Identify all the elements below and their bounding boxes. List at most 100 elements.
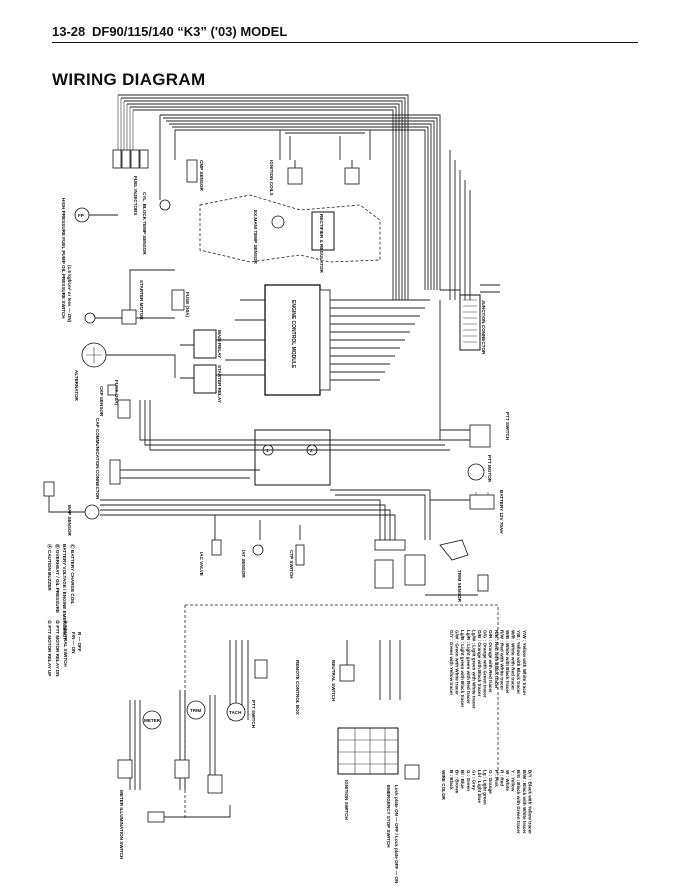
hp-fuel-pump: FP HIGH PRESSURE FUEL PUMP [61, 198, 118, 264]
starter-relay-label: STARTER RELAY [217, 365, 222, 403]
wire-color-entry: W/R : White with Red tracer [511, 630, 516, 690]
lower-connectors [374, 539, 426, 589]
trim-sensor-label: TRIM SENSOR [457, 570, 462, 603]
neutral-switch: NEUTRAL SWITCH [331, 640, 401, 702]
ckp-sensor: CKP SENSOR [99, 384, 117, 417]
ignition-coils-label: IGNITION COILS [269, 160, 274, 196]
legend-alert-1: Ⓑ OVERHEAT / OIL PRESSURE [54, 544, 61, 613]
junction-connector-label: JUNCTION CONNECTOR [481, 300, 486, 355]
main-relay-label: MAIN RELAY [217, 330, 222, 358]
wire-color-entry: R : Red [499, 770, 504, 786]
emergency-stop-states: Lock plate ON — OFF / Lock plate OFF — O… [394, 785, 399, 884]
wire-color-entry: Bl : Blue [460, 770, 465, 789]
legend-relay-2: ③ NEUTRAL SWITCH [63, 620, 68, 667]
meter-illumination-label: METER ILLUMINATION SWITCH [119, 790, 124, 860]
wire-color-entry: W : White [505, 770, 510, 791]
meter-label: METER [144, 718, 161, 723]
alternator: ALTERNATOR [74, 342, 176, 402]
iat-sensor: IAT SENSOR [241, 544, 264, 578]
trim-meter-label: TRIM [190, 708, 201, 713]
main-harness [117, 94, 471, 300]
engine-outline [199, 194, 381, 263]
ecm: ENGINE CONTROL MODULE [225, 284, 430, 396]
legend-relays: ① PTT MOTOR RELAY UP ② PTT MOTOR RELAY D… [47, 620, 82, 677]
ptt-motor-label: PTT MOTOR [487, 455, 492, 483]
legend-alert-3: Ⓒ BATTERY CHARGE COIL [69, 544, 76, 605]
ptt-relay-area: 1 2 [254, 429, 331, 486]
wire-color-title: WIRE COLOR [441, 770, 446, 801]
junction-connector: JUNCTION CONNECTOR [440, 284, 500, 355]
ptt-switch-right: PTT SWITCH [440, 412, 510, 448]
cmp-sensor: CMP SENSOR [186, 159, 204, 191]
fuel-injectors-label: FUEL INJECTORS [133, 176, 138, 215]
wire-color-entry: Y/W : Yellow with White tracer [522, 630, 527, 695]
wire-color-entry: Gr : Gray [471, 770, 476, 790]
wire-color-entry: G : Green [466, 770, 471, 791]
relays: MAIN RELAY STARTER RELAY [180, 329, 265, 403]
map-sensor-label: MAP SENSOR [67, 505, 72, 536]
rectifier-regulator: RECTIFIER & REGULATOR [311, 211, 335, 273]
trim-sensor: TRIM SENSOR [425, 539, 489, 603]
model-title: DF90/115/140 “K3” ('03) MODEL [92, 24, 288, 39]
remote-control-box-label: REMOTE CONTROL BOX [295, 660, 300, 716]
svg-text:1: 1 [266, 448, 269, 453]
starter-motor-label: STARTER MOTOR [139, 280, 144, 320]
wire-color-entry: B : Black [449, 770, 454, 790]
wire-color-entry: Br : Brown [455, 770, 460, 794]
svg-text:2: 2 [310, 448, 313, 453]
wire-color-entry: Lg/W : Light green with White tracer [471, 630, 476, 709]
wire-color-entry: Lbl : Light blue [477, 770, 482, 803]
wire-color-entry: Y : Yellow [511, 770, 516, 792]
rectifier-label: RECTIFIER & REGULATOR [319, 214, 324, 273]
fuse-blocks: FUSE (30A) FUSE (20A) [114, 289, 190, 419]
cyl-temp-sensor-label: CYL. BLOCK TEMP SENSOR [142, 192, 147, 255]
wire-color-entry: R/B : Red with Black tracer [494, 630, 499, 689]
wire-color-entry: B/Y : Black with Yellow tracer [527, 770, 532, 834]
fuel-injectors: FUEL INJECTORS [112, 149, 149, 215]
map-sensor: MAP SENSOR [43, 481, 100, 536]
meter-illumination-switch: METER ILLUMINATION SWITCH [119, 790, 231, 860]
oil-pressure-spec: (1.5 kgf/cm² or less — ON) [67, 265, 72, 323]
ecm-label: ENGINE CONTROL MODULE [290, 300, 296, 369]
page-number: 13-28 [52, 24, 86, 39]
ctp-switch-label: CTP SWITCH [289, 550, 294, 579]
battery-label: BATTERY 12V 70AH [499, 490, 504, 534]
ckp-sensor-label: CKP SENSOR [99, 386, 104, 417]
cmp-sensor-label: CMP SENSOR [199, 160, 204, 191]
cap-connector: CAP COMMUNICATION CONNECTOR [95, 418, 260, 500]
iac-valve: IAC VALVE [199, 539, 222, 576]
wire-color-entry: W/B : White with Black tracer [505, 630, 510, 694]
ignition-switch-label: IGNITION SWITCH [344, 780, 349, 820]
battery: BATTERY 12V 70AH [430, 490, 504, 534]
wire-color-entry: B/W : Black with White tracer [522, 770, 527, 834]
middle-harness [100, 300, 450, 540]
iat-sensor-label: IAT SENSOR [241, 550, 246, 578]
ptt-switch-remote: PTT SWITCH [229, 640, 268, 729]
legend-alerts: Ⓐ CAUTION BUZZER Ⓑ OVERHEAT / OIL PRESSU… [46, 544, 76, 640]
legend-alert-2: BATTERY VOLTAGE / ENGINE EMERGENCY [62, 544, 67, 640]
tach-label: TACH [229, 710, 242, 715]
legend-relay-4: R — OFF [77, 632, 82, 652]
starter-motor: STARTER MOTOR [121, 280, 175, 325]
legend-alert-0: Ⓐ CAUTION BUZZER [46, 544, 53, 591]
cap-connector-label: CAP COMMUNICATION CONNECTOR [95, 418, 100, 500]
fuse-30a-label: FUSE (30A) [185, 292, 190, 317]
wire-color-entry: O/R : Orange with Red tracer [488, 630, 493, 693]
alternator-label: ALTERNATOR [74, 370, 79, 402]
ptt-motor: PTT MOTOR [467, 455, 492, 483]
ctp-switch: CTP SWITCH [289, 544, 305, 579]
ptt-switch-remote-label: PTT SWITCH [251, 700, 256, 729]
wire-color-entry: Lg/R : Light green with Red tracer [466, 630, 471, 704]
ignition-switch: IGNITION SWITCH [337, 727, 399, 820]
wire-color-entry: R/W : Red with White tracer [499, 630, 504, 690]
wire-color-entry: Lg/B : Light green with Black tracer [460, 630, 465, 708]
hp-fuel-pump-label: HIGH PRESSURE FUEL PUMP [61, 198, 66, 264]
iac-valve-label: IAC VALVE [199, 552, 204, 576]
legend-relay-1: ② PTT MOTOR RELAY DN [55, 620, 60, 677]
wire-color-entry: Lg : Light green [483, 770, 488, 805]
ptt-switch-right-label: PTT SWITCH [505, 412, 510, 441]
wire-color-entry: G/W : Green with White tracer [455, 630, 460, 695]
wire-color-entry: B/G : Black with Green tracer [516, 770, 521, 834]
oil-pressure-label: OIL PRESSURE SWITCH [61, 265, 66, 319]
wire-color-entry: G/Y : Green with Yellow tracer [449, 630, 454, 695]
